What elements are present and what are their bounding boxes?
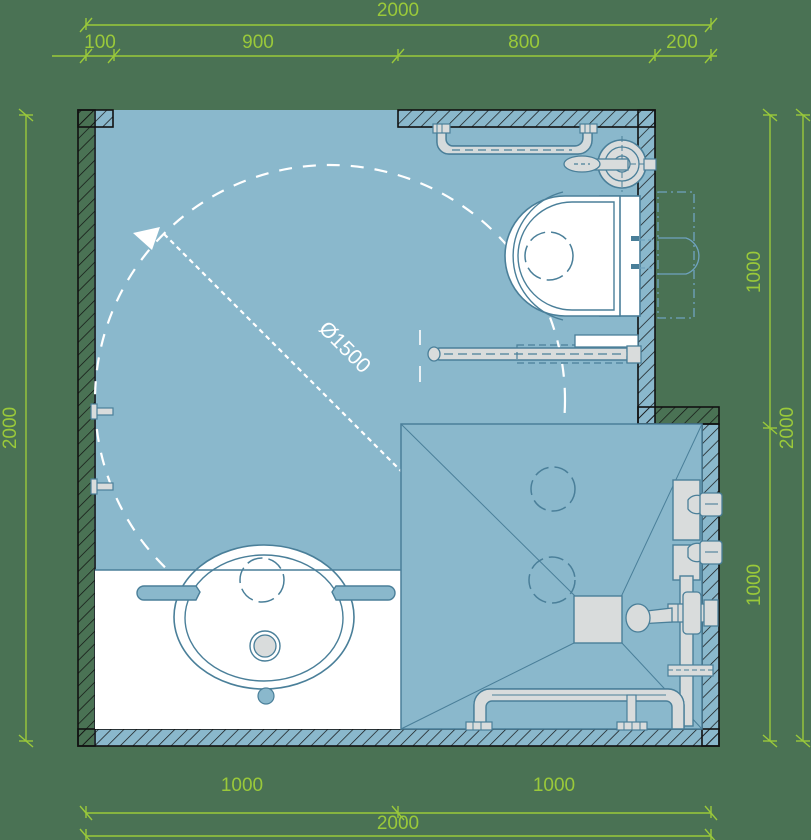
dim-bottom-seg-1-label: 1000 [221,775,263,796]
toilet-roll-holder [563,136,657,192]
shower-tray [400,423,703,730]
dim-top-seg-4-label: 200 [666,32,698,53]
dim-right-inner [762,108,778,748]
dim-top-outer-label: 2000 [377,0,419,21]
dim-bottom-outer-label: 2000 [377,813,419,834]
dim-top-inner [52,48,718,64]
dim-right-outer [795,108,811,748]
dim-top-outer [79,17,718,33]
dim-bottom-outer [79,828,716,840]
grab-bar-top [432,123,598,155]
dim-right-seg-2-label: 1000 [744,564,765,606]
wc-toilet [504,191,641,321]
dim-top-seg-1-label: 100 [84,32,116,53]
shower-mixer-valve [625,591,719,677]
dim-left-outer-label: 2000 [0,407,21,449]
dim-right-seg-1-label: 1000 [744,251,765,293]
grab-rail-bottom [465,688,685,731]
dim-right-outer-label: 2000 [777,407,798,449]
washbasin [95,544,403,729]
left-wall-fittings [90,403,114,495]
dim-top-seg-3-label: 800 [508,32,540,53]
right-wall-fittings [631,236,639,269]
dim-top-seg-2-label: 900 [242,32,274,53]
concealed-cistern [640,191,700,319]
grab-bar-fold-down [419,330,642,382]
dim-bottom-seg-2-label: 1000 [533,775,575,796]
dim-bottom-inner [79,805,718,821]
dim-left-outer [18,108,34,748]
